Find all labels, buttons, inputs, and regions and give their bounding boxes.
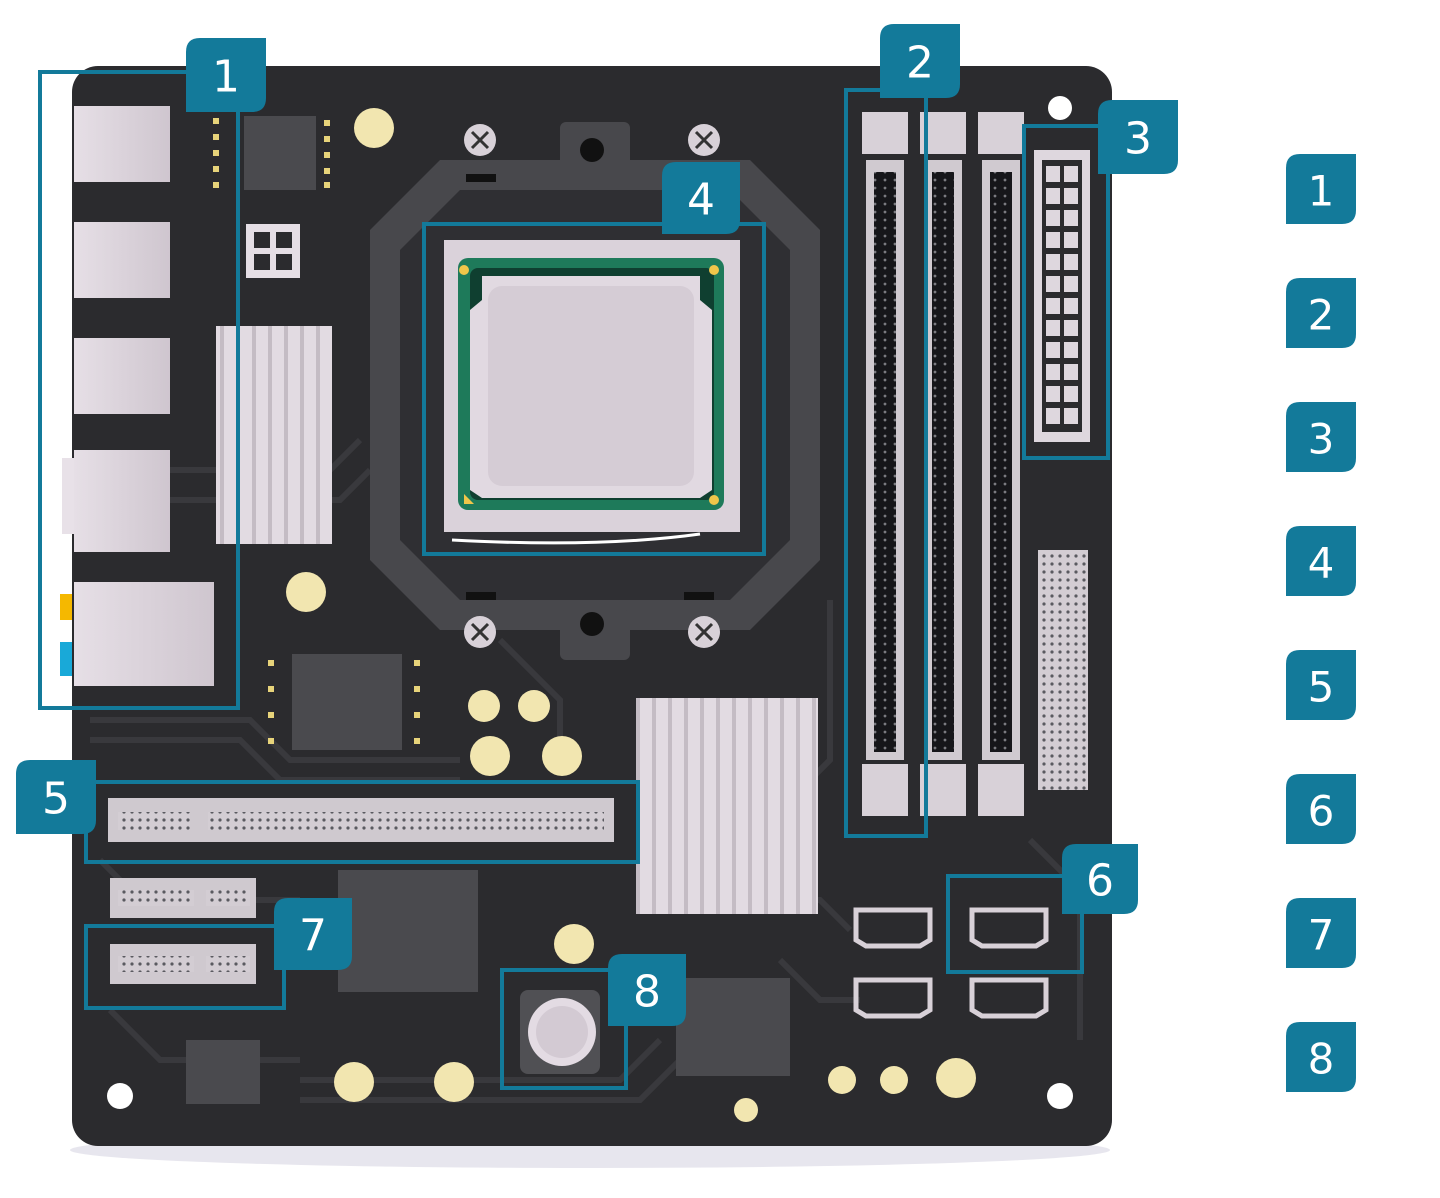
power-pin — [1046, 188, 1060, 204]
southbridge-chip — [338, 870, 478, 992]
legend-badge-5-label: 5 — [1308, 663, 1335, 712]
power-pin — [1046, 342, 1060, 358]
legend-badge-1-label: 1 — [1308, 167, 1335, 216]
pcie-x16-slot — [108, 798, 614, 842]
chipset-heatsink — [636, 698, 818, 914]
power-pin — [1046, 210, 1060, 226]
callout-badge-4-label: 4 — [687, 175, 715, 226]
legend-badge-4-label: 4 — [1308, 539, 1335, 588]
callout-badge-3: 3 — [1098, 100, 1178, 174]
callout-badge-8-label: 8 — [633, 967, 661, 1018]
legend-badge-8-label: 8 — [1308, 1035, 1335, 1084]
callout-badge-5-label: 5 — [42, 774, 70, 825]
power-pin — [1046, 364, 1060, 380]
power-pin — [1064, 408, 1078, 424]
legend-badge-1: 1 — [1286, 154, 1356, 224]
legend-badge-7: 7 — [1286, 898, 1356, 968]
chipset-chip — [292, 654, 402, 750]
power-pin — [1064, 232, 1078, 248]
callout-badge-5: 5 — [16, 760, 96, 834]
power-pin — [1064, 254, 1078, 270]
power-pin — [1064, 188, 1078, 204]
power-pin — [1046, 254, 1060, 270]
power-connector — [1034, 150, 1090, 442]
callout-badge-7: 7 — [274, 898, 352, 970]
callout-badge-3-label: 3 — [1124, 114, 1152, 165]
power-pin — [1064, 342, 1078, 358]
callout-badge-6: 6 — [1062, 844, 1138, 914]
callout-badge-8: 8 — [608, 954, 686, 1026]
callout-badge-1-label: 1 — [212, 52, 240, 103]
legend-badge-4: 4 — [1286, 526, 1356, 596]
sata-ports — [853, 907, 1049, 1019]
legend-badge-2-label: 2 — [1308, 291, 1335, 340]
callout-badge-2: 2 — [880, 24, 960, 98]
power-pin — [1064, 276, 1078, 292]
legend-badge-2: 2 — [1286, 278, 1356, 348]
power-pin — [1046, 232, 1060, 248]
callout-badge-7-label: 7 — [299, 911, 327, 962]
mount-hole-top-right — [1048, 96, 1072, 120]
legend: 1 2 3 4 5 6 7 8 — [1286, 154, 1356, 1092]
four-pin-connector — [246, 224, 300, 278]
mount-hole-bottom-left — [107, 1083, 133, 1109]
capacitor-group — [286, 572, 976, 1122]
callout-badge-1: 1 — [186, 38, 266, 112]
legend-badge-3: 3 — [1286, 402, 1356, 472]
power-pin — [1064, 386, 1078, 402]
pcie-x1-slot — [110, 878, 256, 984]
power-pin — [1046, 276, 1060, 292]
power-pin — [1046, 166, 1060, 182]
cpu — [444, 240, 740, 545]
legend-badge-6-label: 6 — [1308, 787, 1335, 836]
capacitor — [354, 108, 394, 148]
callout-badges: 1 2 3 4 5 6 7 8 — [16, 24, 1178, 1026]
power-pin — [1046, 298, 1060, 314]
audio-chip — [676, 978, 790, 1076]
power-pin — [1046, 386, 1060, 402]
power-pin — [1064, 166, 1078, 182]
socket-screw — [464, 124, 720, 648]
io-chip — [244, 116, 316, 190]
power-pin — [1046, 408, 1060, 424]
legend-badge-7-label: 7 — [1308, 911, 1335, 960]
ide-connector — [1038, 550, 1088, 790]
power-pin — [1064, 298, 1078, 314]
small-chip — [186, 1040, 260, 1104]
ram-slots — [862, 112, 1024, 816]
legend-badge-6: 6 — [1286, 774, 1356, 844]
callout-badge-6-label: 6 — [1086, 856, 1114, 907]
power-pin — [1046, 320, 1060, 336]
power-pin — [1064, 210, 1078, 226]
vrm-heatsink — [216, 326, 332, 544]
callout-badge-4: 4 — [662, 162, 740, 234]
power-pin — [1064, 320, 1078, 336]
io-ports — [60, 106, 219, 686]
legend-badge-3-label: 3 — [1308, 415, 1335, 464]
power-pin — [1064, 364, 1078, 380]
legend-badge-8: 8 — [1286, 1022, 1356, 1092]
callout-badge-2-label: 2 — [906, 38, 934, 89]
legend-badge-5: 5 — [1286, 650, 1356, 720]
mount-hole-bottom-right — [1047, 1083, 1073, 1109]
cmos-battery — [520, 990, 600, 1074]
